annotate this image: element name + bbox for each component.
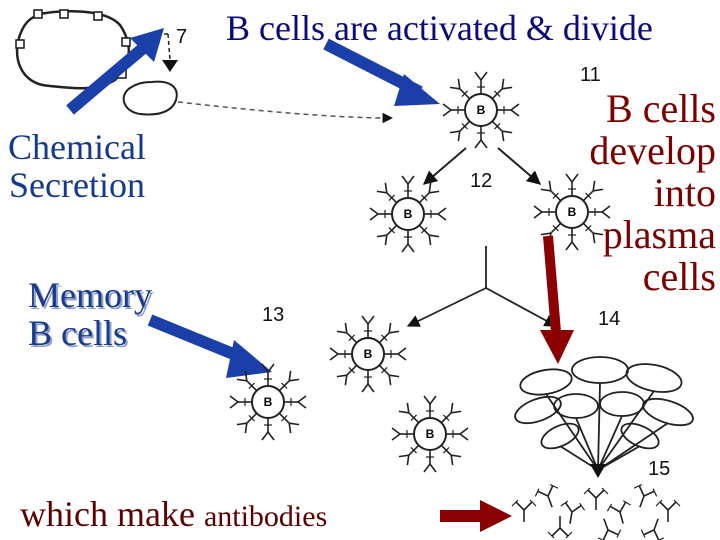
- split-arrow-left: [406, 287, 487, 327]
- blue-arrow-memory: [147, 314, 272, 378]
- bcell-12-right-letter: B: [568, 205, 577, 219]
- step-number-7: 7: [176, 26, 188, 48]
- triangle-pointer: [162, 60, 178, 72]
- memory-label-line2: B cells: [28, 313, 127, 353]
- chemical-label-line1: Chemical: [8, 127, 146, 167]
- small-blob-cell: [122, 80, 178, 116]
- memory-bcell-2-letter: B: [264, 395, 273, 409]
- split-arrow-right: [485, 287, 558, 327]
- dashed-arrow-to-bcell: [177, 101, 394, 124]
- step-number-15: 15: [648, 458, 671, 480]
- antibodies-caption-b: antibodies: [203, 500, 328, 533]
- plasma-label-line1: B cells: [606, 86, 716, 131]
- antibodies-caption: which make antibodies: [20, 496, 327, 532]
- step-number-12: 12: [470, 170, 493, 192]
- plasma-label-line3: into: [653, 170, 716, 215]
- red-arrow-antibodies: [440, 500, 512, 532]
- plasma-label-line5: cells: [642, 254, 716, 299]
- memory-bcells-label: Memory B cells: [28, 276, 152, 352]
- arrow-division-right: [497, 147, 542, 185]
- plasma-cells-label: B cells develop into plasma cells: [566, 88, 716, 298]
- plasma-cell-cluster: [514, 356, 694, 471]
- chemical-label-line2: Secretion: [9, 165, 145, 205]
- arrow-division-left: [422, 147, 467, 185]
- diagram-title: B cells are activated & divide: [226, 8, 653, 48]
- antibody-cluster: [511, 481, 681, 540]
- memory-bcell-1-letter: B: [364, 347, 373, 361]
- red-arrow-plasma: [540, 235, 574, 364]
- memory-label-line1: Memory: [28, 275, 152, 315]
- antibodies-caption-a: which make: [20, 494, 195, 534]
- step-number-13: 13: [262, 304, 285, 326]
- plasma-pointer: [590, 464, 606, 478]
- plasma-label-line2: develop: [589, 128, 716, 173]
- bcell-12-left-letter: B: [404, 207, 413, 221]
- step-number-11: 11: [580, 64, 601, 86]
- memory-bcell-3-letter: B: [426, 427, 435, 441]
- blue-arrow-chemical: [66, 28, 164, 115]
- bcell-11-letter: B: [477, 103, 486, 117]
- dashed-connector-down: [167, 33, 171, 61]
- chemical-secretion-label: Chemical Secretion: [8, 128, 146, 204]
- step-number-14: 14: [598, 308, 621, 330]
- blue-arrow-title: [323, 38, 440, 106]
- plasma-label-line4: plasma: [602, 212, 716, 257]
